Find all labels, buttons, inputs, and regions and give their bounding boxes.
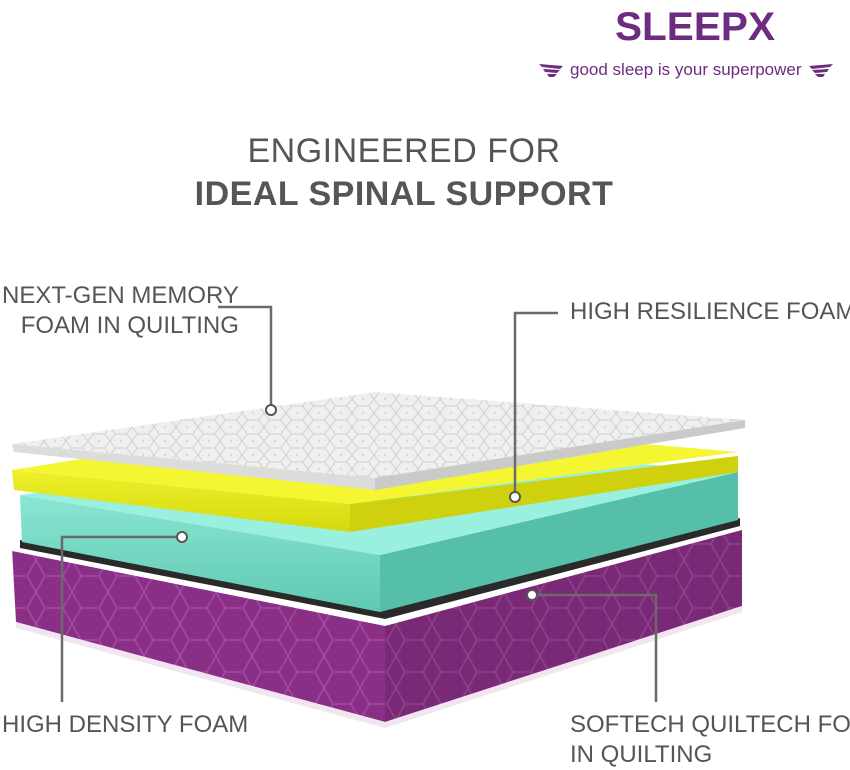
label-high-resilience: HIGH RESILIENCE FOAM [570,298,850,325]
wing-left-icon [539,64,563,77]
callout-dot-softech [526,589,538,601]
label-memory-foam-line-1: NEXT-GEN MEMORY [2,282,239,309]
label-memory-foam: NEXT-GEN MEMORY FOAM IN QUILTING [2,281,239,341]
brand-tagline: good sleep is your superpower [538,58,850,82]
wing-right-icon [808,64,833,77]
softech-quiltech-layer [12,524,742,728]
memory-foam-quilting-layer [12,392,745,490]
tagline-text: good sleep is your superpower [570,60,802,79]
label-memory-foam-line-2: FOAM IN QUILTING [20,312,239,339]
callout-memory [218,305,273,410]
label-softech-line-1: SOFTECH QUILTECH FOAM [570,711,850,738]
headline-line-1: ENGINEERED FOR [247,132,561,170]
callout-dot-hr [509,491,521,503]
callout-dot-memory [265,404,277,416]
label-high-density: HIGH DENSITY FOAM [2,711,249,738]
callout-dot-hd [176,531,188,543]
callout-lines [60,305,658,702]
label-softech-line-2: IN QUILTING [570,741,713,768]
callout-hr [513,311,558,497]
callout-hd [60,535,182,702]
brand-logo: SLEEPX [615,5,775,49]
label-softech: SOFTECH QUILTECH FOAM IN QUILTING [570,710,850,770]
callout-softech [532,593,658,702]
callout-dots [176,404,538,601]
headline-line-2: IDEAL SPINAL SUPPORT [194,175,614,213]
brand-logo-text: SLEEPX [615,5,775,49]
